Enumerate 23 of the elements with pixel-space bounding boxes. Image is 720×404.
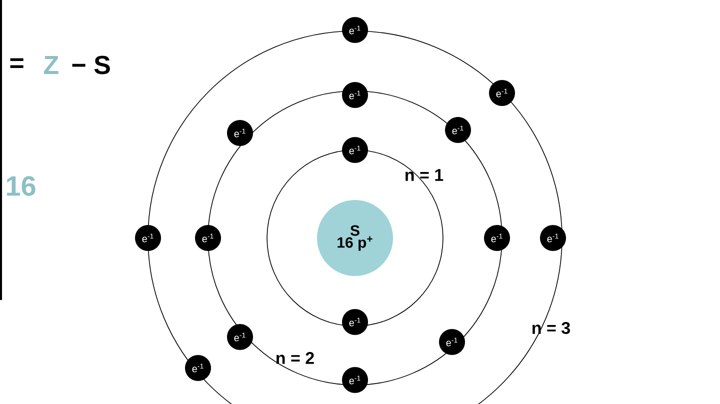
electron: e$^{-1}$ — [342, 137, 368, 163]
electron: e$^{-1}$ — [227, 120, 253, 146]
label-text: Z — [44, 56, 58, 74]
label-text: = — [10, 58, 24, 68]
label-text: n = 2 — [276, 352, 314, 364]
electron: e$^{-1}$ — [342, 82, 368, 108]
nucleus: S 16 p$^{+}$ — [317, 200, 393, 276]
label-text: 16 — [6, 176, 36, 196]
electron: e$^{-1}$ — [227, 324, 253, 350]
label-text: n = 1 — [406, 169, 444, 181]
label-text: n = 3 — [532, 322, 570, 334]
electron: e$^{-1}$ — [445, 117, 471, 143]
electron: e$^{-1}$ — [342, 367, 368, 393]
electron: e$^{-1}$ — [185, 355, 211, 381]
electron: e$^{-1}$ — [489, 80, 515, 106]
electron: e$^{-1}$ — [342, 17, 368, 43]
electron: e$^{-1}$ — [135, 225, 161, 251]
electron: e$^{-1}$ — [484, 225, 510, 251]
electron: e$^{-1}$ — [540, 225, 566, 251]
electron: e$^{-1}$ — [439, 329, 465, 355]
electron: e$^{-1}$ — [195, 225, 221, 251]
label-text: − S — [72, 56, 110, 74]
electron: e$^{-1}$ — [342, 309, 368, 335]
